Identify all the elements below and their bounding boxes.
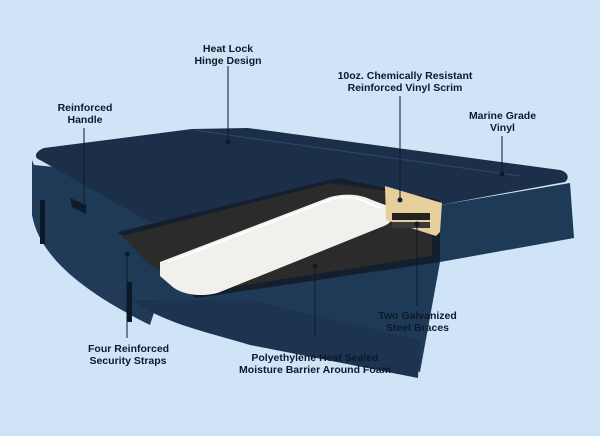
foam-core	[160, 194, 393, 296]
cover-top-panel	[35, 128, 568, 222]
cover-skirt-bottom	[130, 300, 420, 378]
reinforced-handle	[70, 198, 86, 214]
callout-dot-vinyl-scrim	[397, 197, 403, 203]
callout-dot-heat-lock	[225, 139, 231, 145]
callout-dot-straps	[124, 251, 130, 257]
callout-dot-barrier	[312, 263, 318, 269]
foam-top-highlight	[167, 196, 381, 263]
security-strap	[127, 282, 132, 322]
callout-dot-handle	[81, 204, 87, 210]
steel-brace	[392, 213, 430, 220]
steel-brace	[392, 222, 430, 228]
cover-side-right	[440, 183, 574, 262]
security-strap	[40, 200, 45, 244]
callout-dot-braces	[414, 221, 420, 227]
callout-dot-marine-vinyl	[499, 171, 505, 177]
